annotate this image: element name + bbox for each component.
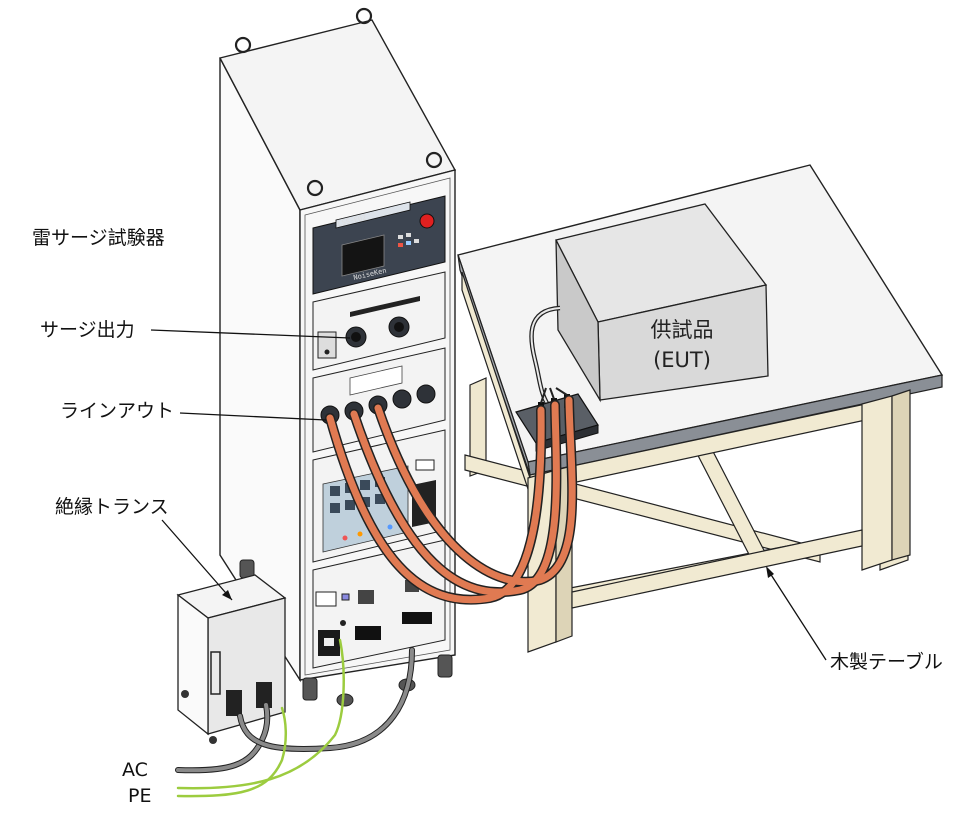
tester-label: 雷サージ試験器 bbox=[32, 227, 165, 249]
surge-output-leader bbox=[150, 329, 351, 339]
line-out-label: ラインアウト bbox=[60, 400, 174, 422]
eut-label-line2: (EUT) bbox=[653, 348, 711, 372]
surge-output-label: サージ出力 bbox=[40, 319, 135, 341]
line-out-cables bbox=[325, 395, 578, 605]
eut-label-line1: 供試品 bbox=[651, 318, 714, 342]
line-out-leader bbox=[179, 412, 327, 421]
isolation-transformer bbox=[176, 574, 287, 744]
eut-box: 供試品 (EUT) bbox=[555, 203, 769, 403]
isolation-transformer-label: 絶縁トランス bbox=[55, 496, 169, 518]
wooden-table-leader bbox=[767, 569, 827, 661]
isolation-transformer-leader bbox=[161, 519, 233, 601]
power-cords bbox=[175, 638, 415, 798]
ac-label: AC bbox=[122, 759, 148, 781]
pe-label: PE bbox=[128, 785, 151, 807]
wooden-table-label: 木製テーブル bbox=[830, 650, 943, 673]
